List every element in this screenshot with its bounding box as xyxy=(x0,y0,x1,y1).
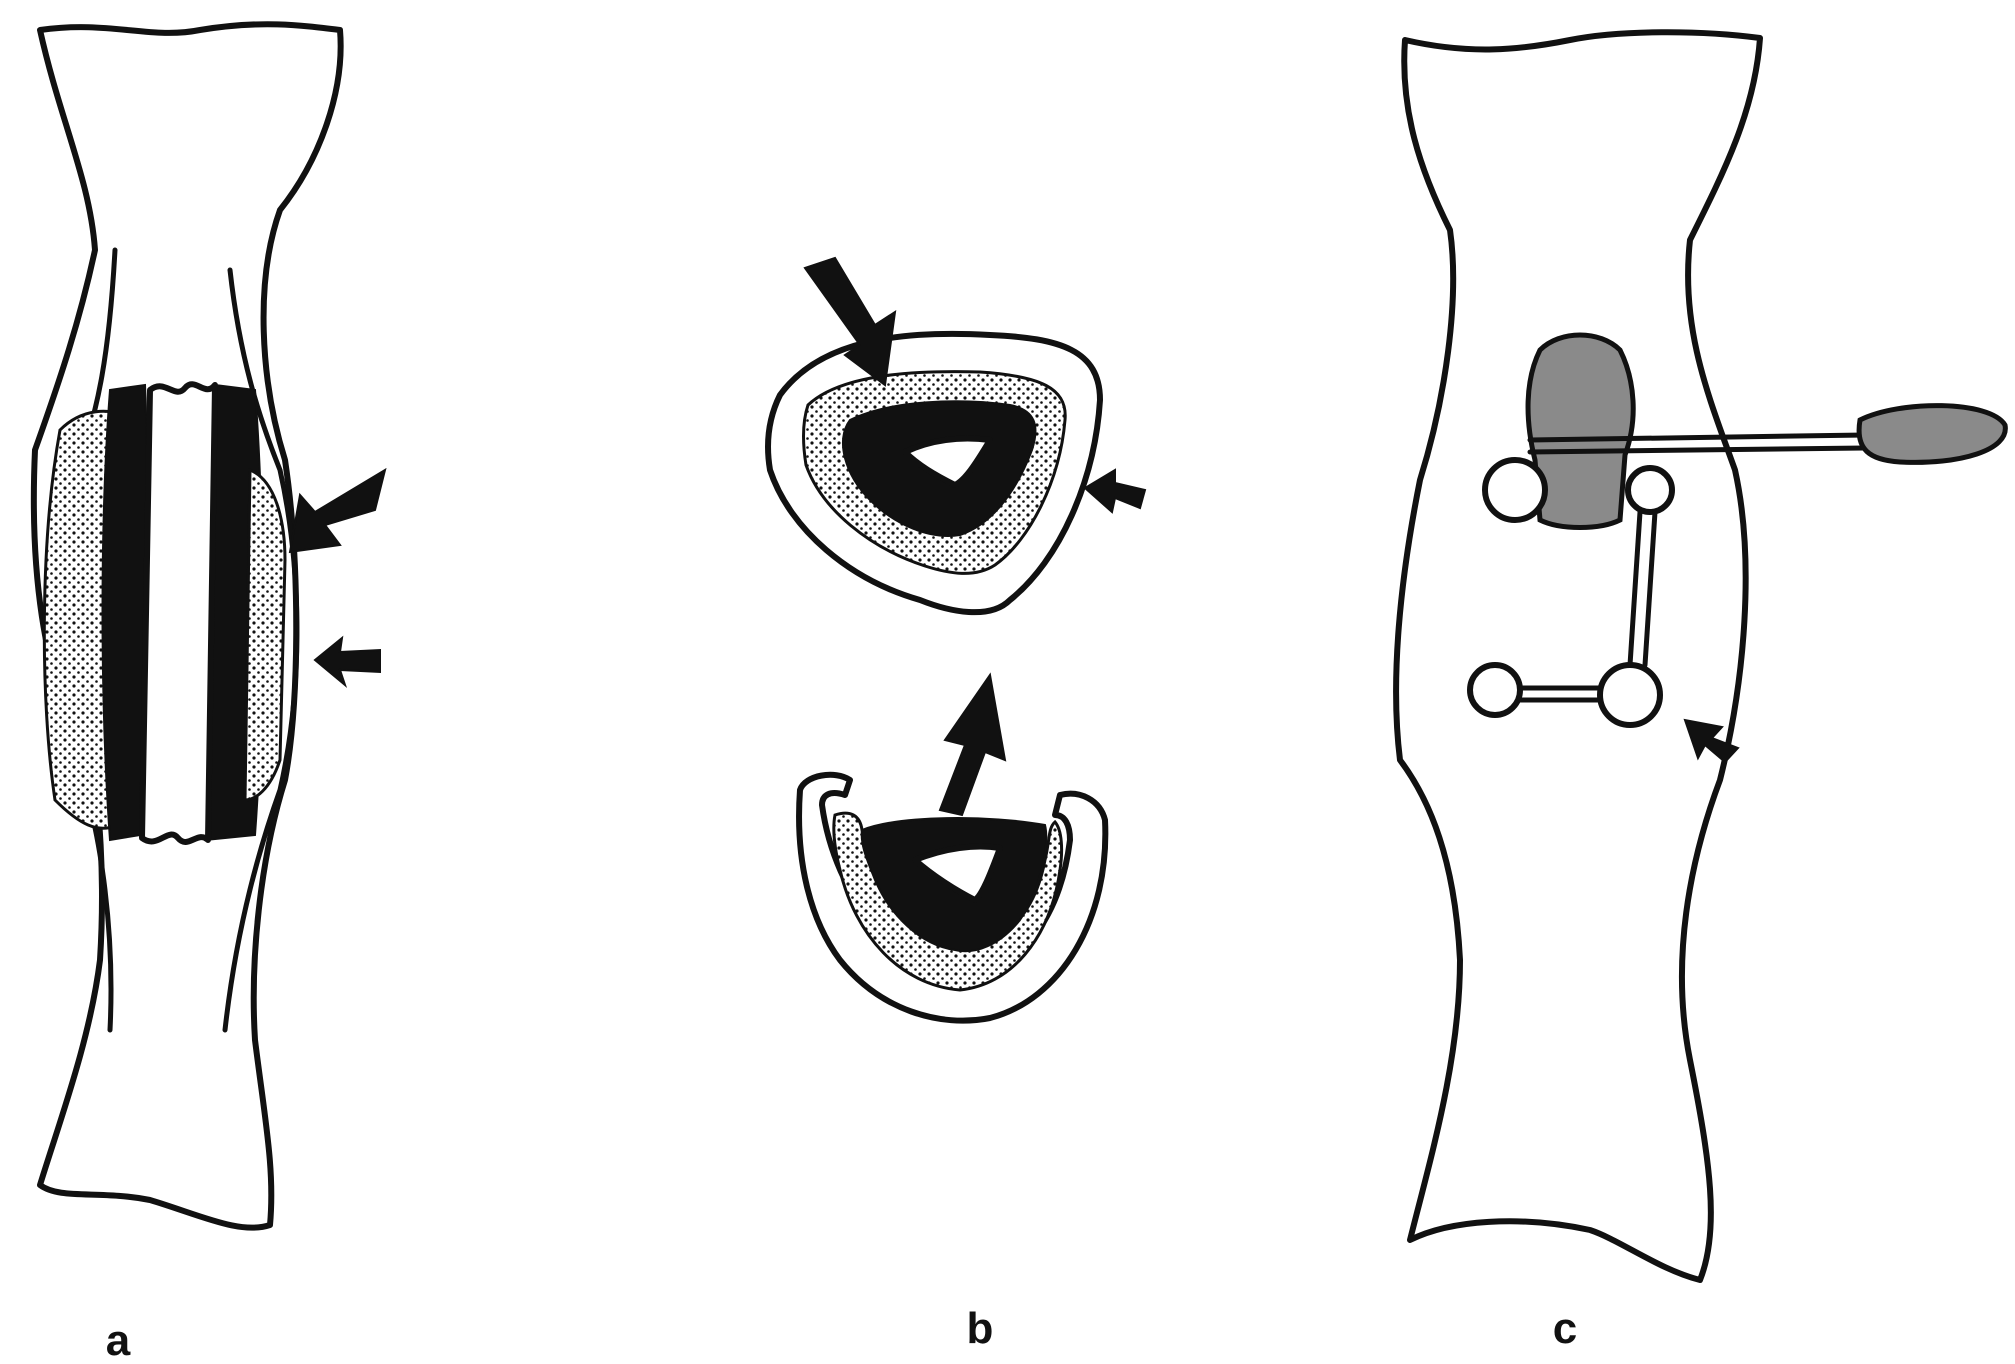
bone-outline-c xyxy=(1396,32,1760,1280)
panel-label-c: c xyxy=(1553,1304,1577,1353)
panel-b: b xyxy=(768,258,1145,1353)
panel-a: a xyxy=(34,24,385,1364)
small-arrow-a xyxy=(315,638,380,685)
osteotomy-gap-a xyxy=(142,384,215,842)
small-arrow-upper-b xyxy=(1085,470,1145,512)
panel-label-b: b xyxy=(967,1304,994,1353)
large-arrow-lower-b xyxy=(940,675,1005,815)
graft-right-stipple-a xyxy=(245,470,285,800)
panel-label-a: a xyxy=(106,1316,131,1364)
large-arrow-a xyxy=(290,470,385,552)
panel-c: c xyxy=(1396,32,2005,1353)
